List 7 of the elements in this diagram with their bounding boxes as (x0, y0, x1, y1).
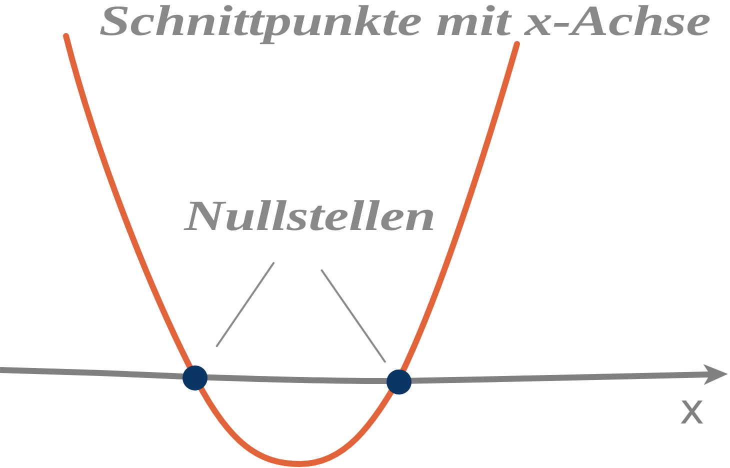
callout-label: Nullstellen (184, 200, 434, 230)
leader-line (216, 262, 275, 348)
intersection-dot (386, 370, 412, 394)
axis-label: x (680, 400, 704, 424)
intersection-dot (182, 366, 208, 390)
leader-line (320, 269, 386, 363)
title: Schnittpunkte mit x-Achse (100, 5, 710, 44)
